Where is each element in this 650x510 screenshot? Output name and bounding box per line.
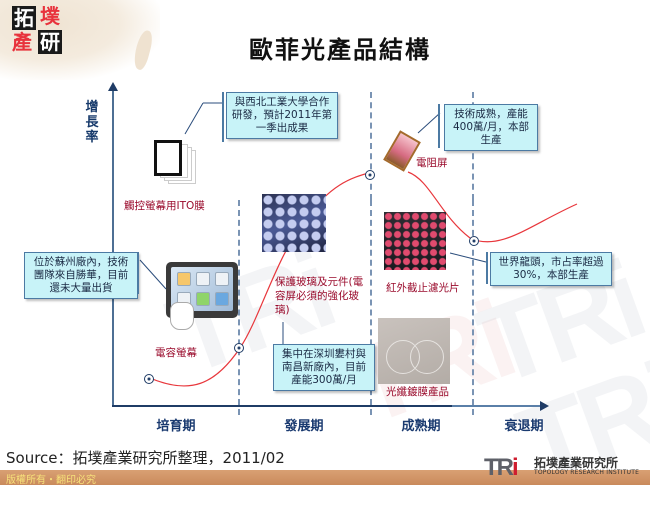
tri-logo-square: 拓 墣 產 研 xyxy=(8,4,64,54)
org-name-cn: 拓墣產業研究所 xyxy=(534,456,619,470)
footer-bar xyxy=(0,470,650,485)
x-axis-arrow-icon xyxy=(540,401,549,411)
product-label-glass: 保護玻璃及元件(電容屏必須的強化玻璃) xyxy=(275,276,364,316)
ir-cut-filter-image xyxy=(384,212,446,270)
callout-glass: 集中在深圳婁村與南昌新廠內，目前產能300萬/月 xyxy=(273,344,375,391)
lifecycle-curve xyxy=(139,102,578,387)
product-label-ir-filter: 紅外截止濾光片 xyxy=(386,282,460,294)
milestone-marker-icon xyxy=(469,236,479,246)
phase-divider xyxy=(370,92,372,200)
callout-bar xyxy=(222,92,224,142)
ito-film-image xyxy=(152,136,196,188)
phase-divider xyxy=(472,200,474,415)
product-label-capacitive: 電容螢幕 xyxy=(155,347,197,359)
milestone-marker-icon xyxy=(144,374,154,384)
fiber-coating-image xyxy=(378,318,450,384)
product-label-resistive: 電阻屏 xyxy=(416,157,448,169)
callout-capacitive: 位於蘇州廠內，技術團隊來自勝華，目前還未大量出貨 xyxy=(24,252,138,299)
phase-label-growth: 發展期 xyxy=(284,419,324,434)
phase-label-decline: 衰退期 xyxy=(504,419,544,434)
callout-bar xyxy=(486,252,488,284)
milestone-marker-icon xyxy=(234,343,244,353)
protective-glass-image xyxy=(262,194,326,252)
source-note: Source：拓墣產業研究所整理，2011/02 xyxy=(6,449,285,467)
callout-ir-filter: 世界龍頭，市占率超過30%，本部生產 xyxy=(490,252,612,286)
y-axis-label: 增長率 xyxy=(85,100,99,145)
logo-char: 墣 xyxy=(40,4,60,28)
logo-char: 研 xyxy=(38,30,62,54)
product-label-ito: 觸控螢幕用ITO膜 xyxy=(124,200,205,212)
phase-label-maturity: 成熟期 xyxy=(401,419,441,434)
phase-divider xyxy=(238,200,240,415)
logo-char: 拓 xyxy=(12,6,36,30)
y-axis xyxy=(112,88,114,406)
product-label-fiber: 光纖鍍膜產品 xyxy=(386,386,449,398)
callout-resistive: 技術成熟，產能400萬/月，本部生產 xyxy=(444,104,538,151)
tri-org-logo: TRi 拓墣產業研究所 TOPOLOGY RESEARCH INSTITUTE xyxy=(484,452,650,481)
y-axis-arrow-icon xyxy=(108,82,118,91)
callout-bar xyxy=(438,104,440,148)
x-axis-extension xyxy=(452,405,542,407)
org-name-en: TOPOLOGY RESEARCH INSTITUTE xyxy=(534,469,640,476)
phase-divider xyxy=(370,200,372,415)
touch-hand-icon xyxy=(170,302,194,330)
capacitive-screen-image xyxy=(166,262,238,318)
callout-bar xyxy=(137,252,139,294)
logo-char: 產 xyxy=(12,30,32,54)
tri-logo-mark: TRi xyxy=(484,454,519,481)
callout-ito: 與西北工業大學合作研發，預計2011年第一季出成果 xyxy=(226,92,338,139)
x-axis xyxy=(112,405,452,407)
page-title: 歐菲光產品結構 xyxy=(249,35,431,64)
phase-label-incubation: 培育期 xyxy=(156,419,196,434)
copyright-notice: 版權所有・翻印必究 xyxy=(6,475,96,486)
milestone-marker-icon xyxy=(365,170,375,180)
